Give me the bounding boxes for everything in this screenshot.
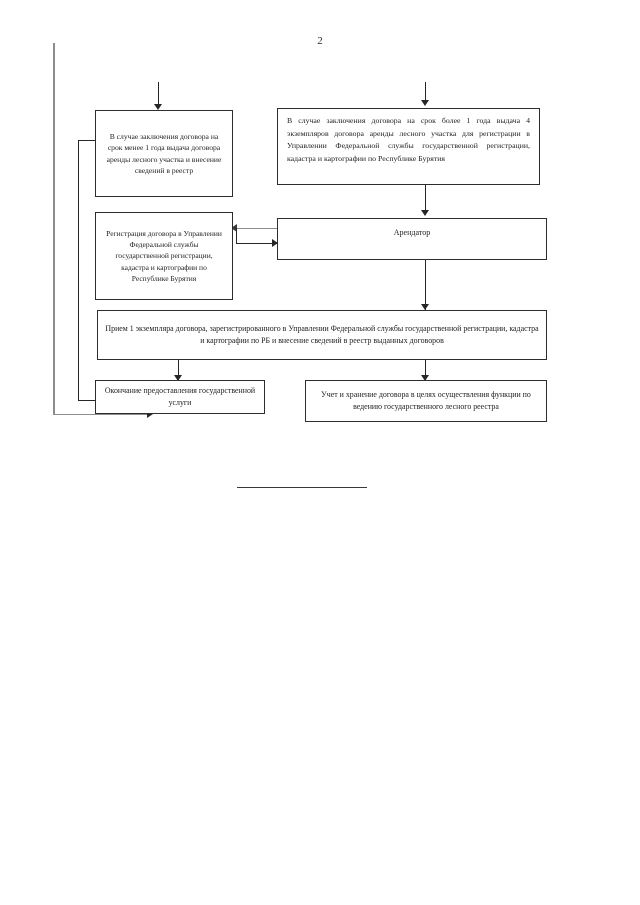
inflow-long-term-arrowhead [421,100,429,106]
node-long-term-contract-label: В случае заключения договора на срок бол… [287,116,530,163]
tenant-to-receive-copy-line [425,260,426,310]
tenant-to-registration-arrowhead [231,224,237,232]
page-number: 2 [317,35,323,47]
left-return-rail-vertical [53,43,55,415]
node-tenant: Арендатор [277,218,547,260]
node-contract-storage-label: Учет и хранение договора в целях осущест… [321,390,531,411]
receive-copy-to-service-end-arrowhead [174,375,182,381]
long-term-to-tenant-arrowhead [421,210,429,216]
receive-copy-to-storage-line [425,360,426,382]
node-contract-registration: Регистрация договора в Управлении Федера… [95,212,233,300]
receive-copy-to-storage-arrowhead [421,375,429,381]
tenant-to-registration-line [236,228,278,229]
node-contract-storage: Учет и хранение договора в целях осущест… [305,380,547,422]
registration-to-tenant-arrowhead [272,239,278,247]
receive-copy-to-service-end-line [178,360,179,382]
node-long-term-contract: В случае заключения договора на срок бол… [277,108,540,185]
node-contract-registration-label: Регистрация договора в Управлении Федера… [106,228,222,283]
inflow-short-term-line [158,82,159,106]
node-short-term-contract: В случае заключения договора на срок мен… [95,110,233,197]
registration-to-tenant-riser [236,228,237,244]
long-term-to-tenant-line [425,185,426,213]
left-return-rail-horizontal [53,414,148,415]
node-service-completion-label: Окончание предоставления государственной… [104,386,256,407]
inflow-long-term-line [425,82,426,104]
node-short-term-contract-label: В случае заключения договора на срок мен… [106,131,222,175]
short-term-return-stub [78,140,96,141]
node-receive-registered-copy: Прием 1 экземпляра договора, зарегистрир… [97,310,547,360]
node-tenant-label: Арендатор [393,228,431,237]
tenant-to-receive-copy-arrowhead [421,304,429,310]
registration-to-tenant-line [236,243,278,244]
node-receive-registered-copy-label: Прием 1 экземпляра договора, зарегистрир… [105,323,539,345]
left-return-rail-arrowhead [147,410,153,418]
inflow-short-term-arrowhead [154,104,162,110]
short-term-return-vertical [78,140,79,400]
footnote-separator [237,487,367,488]
node-service-completion: Окончание предоставления государственной… [95,380,265,414]
